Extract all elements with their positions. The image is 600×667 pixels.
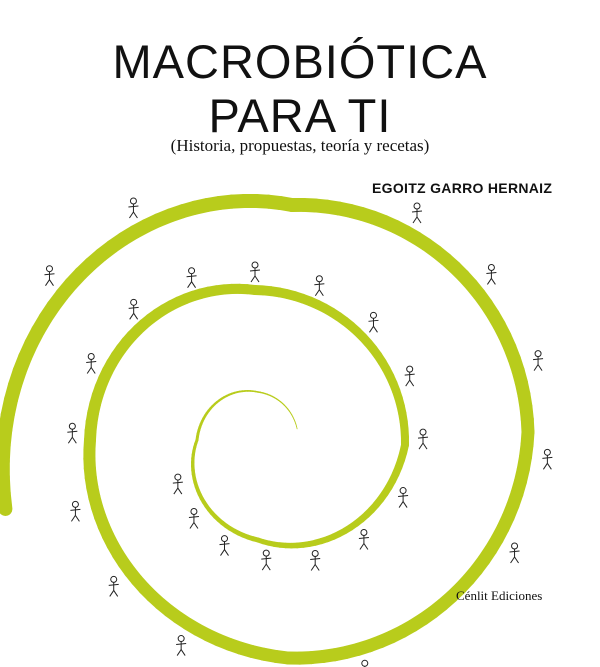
sketch-figure-icon xyxy=(186,267,197,288)
sketch-figure-icon xyxy=(176,635,187,656)
sketch-figure-icon xyxy=(314,275,325,297)
sketch-figure-icon xyxy=(368,311,379,333)
sketch-figure-icon xyxy=(542,448,553,470)
author-name: EGOITZ GARRO HERNAIZ xyxy=(372,180,553,196)
sketch-figure-icon xyxy=(108,575,119,597)
publisher-name: Cénlit Ediciones xyxy=(456,588,543,603)
sketch-figure-icon xyxy=(361,659,369,667)
sketch-figure-icon xyxy=(70,500,81,522)
title-line-1: MACROBIÓTICA xyxy=(112,35,488,88)
spiral-segment xyxy=(295,423,297,427)
sketch-figure-icon xyxy=(358,528,369,550)
sketch-figure-icon xyxy=(128,197,139,219)
sketch-figure-icon xyxy=(188,507,199,529)
sketch-figure-icon xyxy=(486,263,497,285)
sketch-figure-icon xyxy=(533,350,544,371)
sketch-figure-icon xyxy=(219,535,230,556)
sketch-figure-icon xyxy=(44,265,55,286)
subtitle: (Historia, propuestas, teoría y recetas) xyxy=(170,136,430,155)
sketch-figure-icon xyxy=(249,261,261,283)
spiral-segment xyxy=(296,426,298,430)
sketch-figure-icon xyxy=(67,422,78,444)
sketch-figure-icon xyxy=(261,549,272,571)
sketch-figure-icon xyxy=(411,202,423,224)
sketch-figure-icon xyxy=(398,487,409,508)
sketch-figure-icon xyxy=(417,428,429,450)
sketch-figure-icon xyxy=(310,549,321,571)
sketch-figure-icon xyxy=(509,542,520,564)
sketch-figure-icon xyxy=(404,365,415,387)
sketch-figure-icon xyxy=(172,473,183,495)
title-line-2: PARA TI xyxy=(208,89,392,142)
sketch-figure-icon xyxy=(86,353,97,374)
sketch-figure-icon xyxy=(128,298,139,320)
